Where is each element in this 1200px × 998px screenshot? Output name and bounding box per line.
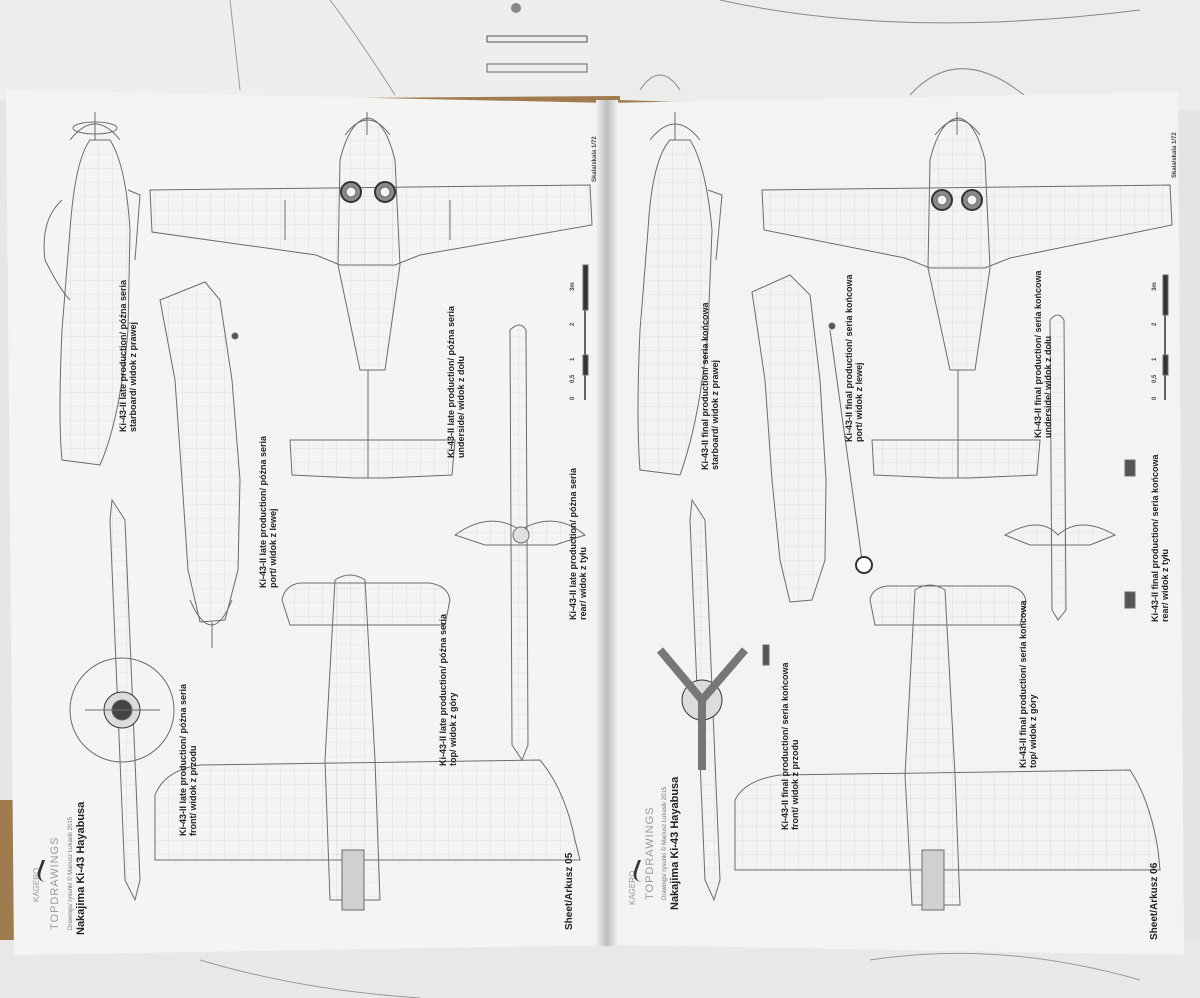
right-sheet-number: Sheet/Arkusz 06 xyxy=(1149,862,1160,940)
left-top-view xyxy=(154,574,581,911)
right-scale-bar xyxy=(1162,274,1169,400)
left-scale-bar xyxy=(582,264,589,400)
left-starboard-view xyxy=(43,112,141,466)
left-port-label: Ki-43-II late production/ późna seria po… xyxy=(258,435,278,588)
left-starboard-label: Ki-43-II late production/ późna seria st… xyxy=(118,279,138,432)
right-title: Nakajima Ki-43 Hayabusa xyxy=(669,776,681,910)
right-underside-label: Ki-43-II final production/ seria końcowa… xyxy=(1033,270,1053,438)
right-series: TOPDRAWINGS xyxy=(644,806,656,900)
left-front-label: Ki-43-II late production/ późna seria fr… xyxy=(178,683,198,836)
left-top-label: Ki-43-II late production/ późna seria to… xyxy=(438,613,458,766)
left-scale-ticks: 0 0,5 1 2 3m xyxy=(570,282,576,400)
right-scale-label: Skala/skala 1/72 xyxy=(1172,132,1178,178)
left-underside-label: Ki-43-II late production/ późna seria un… xyxy=(446,305,466,458)
booklet-gutter xyxy=(596,100,618,946)
right-starboard-view xyxy=(637,112,723,476)
left-sheet-drawings xyxy=(43,112,593,911)
left-page xyxy=(6,90,612,955)
left-port-view xyxy=(159,281,241,648)
right-starboard-label: Ki-43-II final production/ seria końcowa… xyxy=(700,302,720,470)
left-sheet-number: Sheet/Arkusz 05 xyxy=(564,852,575,930)
left-series: TOPDRAWINGS xyxy=(49,836,61,930)
left-underside-view xyxy=(149,112,593,479)
right-sheet-drawings xyxy=(637,112,1173,911)
right-front-label: Ki-43-II final production/ seria końcowa… xyxy=(780,662,800,830)
left-front-view xyxy=(69,498,175,902)
right-rear-label: Ki-43-II final production/ seria końcowa… xyxy=(1150,454,1170,622)
right-page xyxy=(604,92,1184,955)
left-scale-label: Skala/skala 1/72 xyxy=(592,136,598,182)
right-front-view xyxy=(656,498,770,902)
left-title: Nakajima Ki-43 Hayabusa xyxy=(75,801,87,935)
right-port-label: Ki-43-II final production/ seria końcowa… xyxy=(844,274,864,442)
right-top-label: Ki-43-II final production/ seria końcowa… xyxy=(1018,600,1038,768)
right-port-view xyxy=(751,274,873,603)
right-rear-view xyxy=(1003,314,1136,621)
left-rear-view xyxy=(453,324,587,762)
right-top-view xyxy=(734,584,1161,911)
right-underside-view xyxy=(761,112,1173,479)
left-rear-label: Ki-43-II late production/ późna seria re… xyxy=(568,467,588,620)
right-scale-ticks: 0 0,5 1 2 3m xyxy=(1152,282,1158,400)
